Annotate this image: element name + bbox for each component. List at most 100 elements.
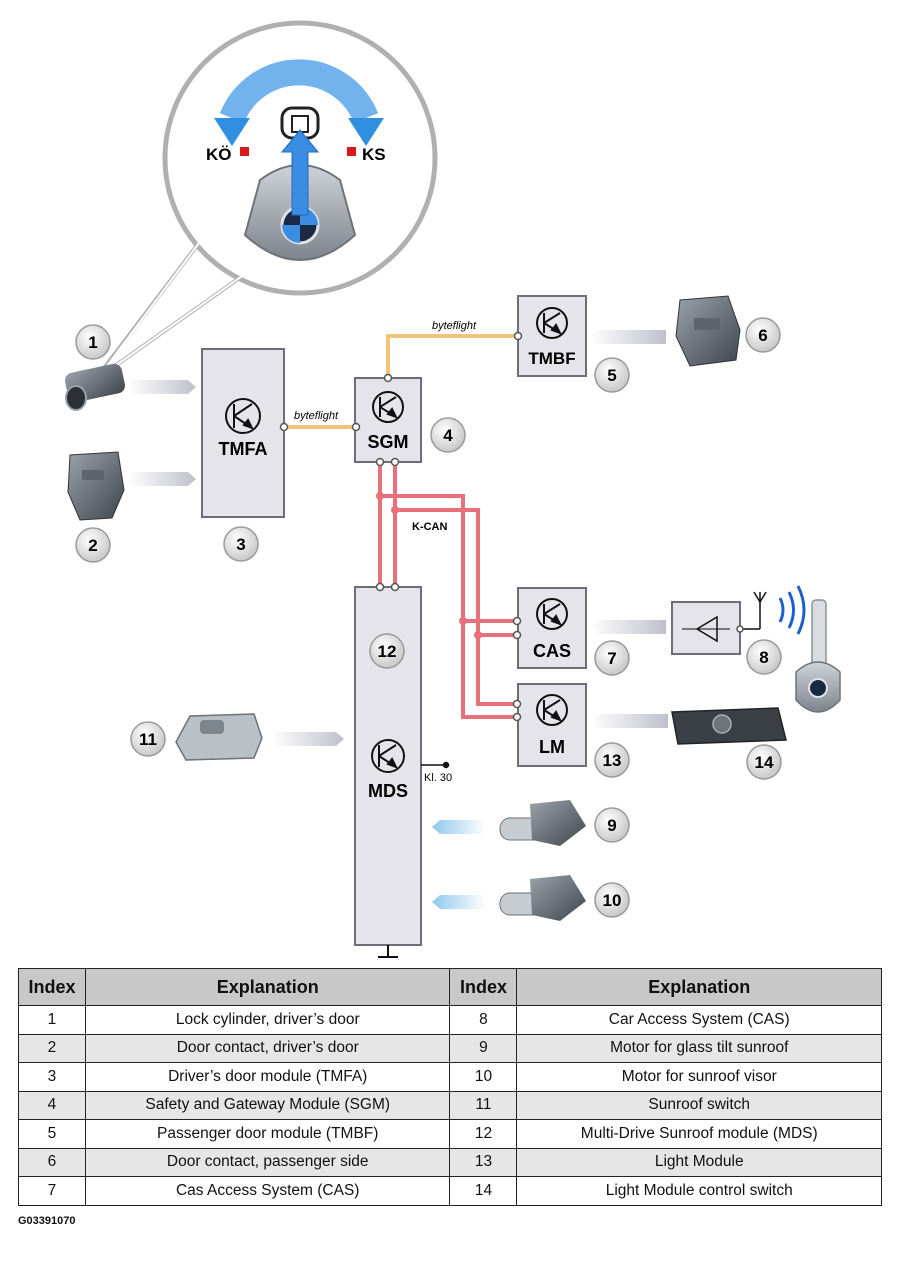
legend-index-right: 10 bbox=[449, 1062, 518, 1092]
sunroof-motor-2-icon bbox=[499, 875, 586, 921]
badge-number: 5 bbox=[607, 366, 616, 385]
badge-number: 2 bbox=[88, 536, 97, 555]
badge-11: 11 bbox=[130, 721, 166, 757]
label-ko: KÖ bbox=[206, 145, 232, 164]
badge-2: 2 bbox=[75, 527, 111, 563]
legend-explanation-right: Motor for sunroof visor bbox=[516, 1062, 882, 1092]
badge-9: 9 bbox=[594, 807, 630, 843]
legend-explanation-right: Light Module control switch bbox=[516, 1176, 882, 1206]
arrow-left-icon bbox=[214, 118, 250, 146]
terminal-30-label: Kl. 30 bbox=[424, 772, 452, 784]
transistor-icon bbox=[536, 694, 568, 726]
badge-number: 3 bbox=[236, 535, 245, 554]
transistor-icon bbox=[225, 398, 261, 434]
legend-explanation-left: Door contact, driver’s door bbox=[84, 1033, 451, 1063]
connection-dots bbox=[279, 331, 523, 722]
legend-explanation-right: Multi-Drive Sunroof module (MDS) bbox=[516, 1119, 882, 1149]
system-diagram: KÖ KS byteflight byteflight K-CAN TMFA bbox=[65, 20, 841, 958]
legend-explanation-left: Safety and Gateway Module (SGM) bbox=[84, 1090, 451, 1120]
marker-right bbox=[347, 147, 356, 156]
legend-explanation-right: Motor for glass tilt sunroof bbox=[516, 1033, 882, 1063]
input-arrows bbox=[128, 330, 668, 746]
legend-explanation-left: Cas Access System (CAS) bbox=[84, 1176, 451, 1206]
badge-number: 13 bbox=[603, 751, 622, 770]
radio-waves-icon bbox=[778, 585, 806, 635]
badge-10: 10 bbox=[594, 882, 630, 918]
badge-7: 7 bbox=[594, 640, 630, 676]
header-explanation-right: Explanation bbox=[516, 968, 882, 1006]
module-sgm: SGM bbox=[354, 377, 422, 463]
sgm-label: SGM bbox=[367, 432, 408, 452]
module-tmfa: TMFA bbox=[201, 348, 285, 518]
kcan-label: K-CAN bbox=[412, 521, 447, 533]
junction-dots bbox=[376, 492, 482, 639]
badge-number: 4 bbox=[443, 426, 453, 445]
remote-key-icon bbox=[795, 599, 841, 713]
lm-label: LM bbox=[539, 737, 565, 757]
badge-number: 14 bbox=[755, 753, 774, 772]
module-cas: CAS bbox=[517, 587, 587, 669]
badge-number: 10 bbox=[603, 891, 622, 910]
arrow-right-icon bbox=[348, 118, 384, 146]
legend-index-right: 14 bbox=[449, 1176, 518, 1206]
legend-index-right: 8 bbox=[449, 1005, 518, 1035]
legend-index-left: 1 bbox=[18, 1005, 86, 1035]
transistor-icon bbox=[536, 307, 568, 339]
legend-index-right: 9 bbox=[449, 1033, 518, 1063]
module-lm: LM bbox=[517, 683, 587, 767]
terminal-30-line bbox=[421, 761, 450, 769]
ground-icon bbox=[378, 945, 398, 958]
badge-12: 12 bbox=[369, 633, 405, 669]
badge-8: 8 bbox=[746, 639, 782, 675]
sunroof-motor-1-icon bbox=[499, 800, 586, 846]
mds-label: MDS bbox=[368, 781, 408, 801]
output-arrows bbox=[432, 820, 486, 909]
key-callout: KÖ KS bbox=[93, 20, 438, 382]
legend-index-right: 13 bbox=[449, 1147, 518, 1177]
lock-cylinder-icon bbox=[65, 363, 125, 411]
transistor-icon bbox=[536, 598, 568, 630]
legend-explanation-left: Driver’s door module (TMFA) bbox=[84, 1062, 451, 1092]
door-contact-passenger-icon bbox=[675, 295, 741, 367]
header-index-left: Index bbox=[18, 968, 86, 1006]
antenna-icon bbox=[753, 591, 767, 604]
legend-explanation-left: Lock cylinder, driver’s door bbox=[84, 1005, 451, 1035]
cas-label: CAS bbox=[533, 641, 571, 661]
legend-index-left: 5 bbox=[18, 1119, 86, 1149]
legend-index-left: 2 bbox=[18, 1033, 86, 1063]
label-ks: KS bbox=[362, 145, 386, 164]
byteflight-label-left: byteflight bbox=[294, 410, 339, 422]
badge-3: 3 bbox=[223, 526, 259, 562]
header-index-right: Index bbox=[449, 968, 518, 1006]
badge-number: 12 bbox=[378, 642, 397, 661]
door-contact-driver-icon bbox=[67, 451, 125, 521]
legend-explanation-right: Light Module bbox=[516, 1147, 882, 1177]
light-switch-icon bbox=[671, 707, 787, 745]
badge-number: 7 bbox=[607, 649, 616, 668]
badge-6: 6 bbox=[745, 317, 781, 353]
legend-index-left: 6 bbox=[18, 1147, 86, 1177]
badge-14: 14 bbox=[746, 744, 782, 780]
header-explanation-left: Explanation bbox=[84, 968, 451, 1006]
legend-index-left: 4 bbox=[18, 1090, 86, 1120]
legend-header-row: Index Explanation Index Explanation bbox=[18, 968, 882, 1006]
figure-code: G03391070 bbox=[18, 1215, 76, 1227]
byteflight-bus bbox=[284, 334, 518, 429]
badge-number: 9 bbox=[607, 816, 616, 835]
legend-explanation-right: Sunroof switch bbox=[516, 1090, 882, 1120]
antenna-amplifier bbox=[671, 585, 806, 655]
transistor-icon bbox=[371, 739, 405, 773]
badge-4: 4 bbox=[430, 417, 466, 453]
legend-index-left: 3 bbox=[18, 1062, 86, 1092]
legend-explanation-left: Door contact, passenger side bbox=[84, 1147, 451, 1177]
module-tmbf: TMBF bbox=[517, 295, 587, 377]
legend-index-right: 11 bbox=[449, 1090, 518, 1120]
